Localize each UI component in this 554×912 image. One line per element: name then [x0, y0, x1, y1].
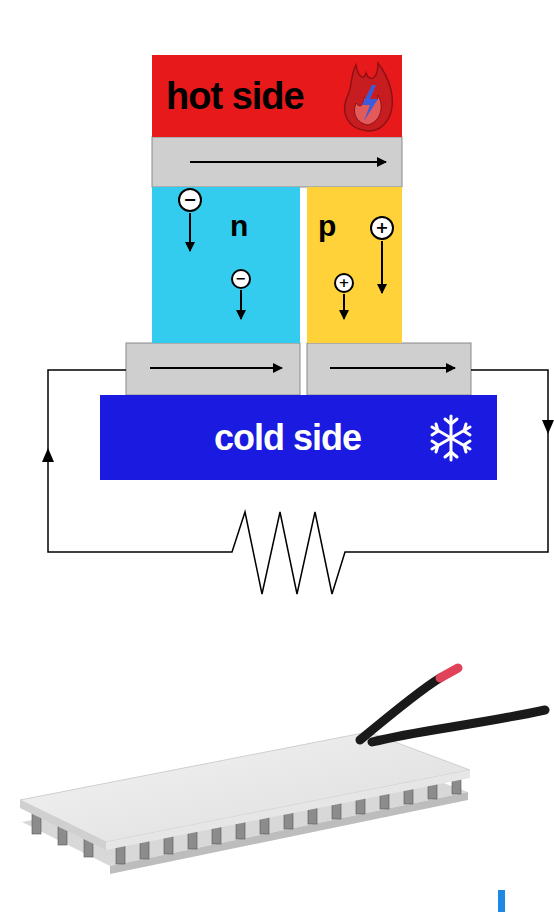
blue-mark: [498, 890, 505, 912]
peltier-module-photo: [20, 668, 545, 874]
charge-carrier: −: [178, 188, 202, 212]
wire-arrow: [42, 448, 54, 462]
node-label: hot side: [166, 77, 304, 115]
charge-carrier: +: [334, 273, 354, 293]
current-arrow: [190, 161, 386, 163]
node-label: n: [230, 211, 248, 241]
node-label: cold side: [214, 420, 361, 456]
snowflake-icon: [426, 413, 476, 463]
cold-side-band: cold side: [100, 395, 497, 480]
charge-carrier: +: [370, 216, 394, 240]
hot-side-band: hot side: [152, 55, 402, 137]
node-label: p: [318, 211, 336, 241]
bottom-electrode: [307, 343, 471, 395]
electron-drift-arrows: [152, 187, 300, 343]
top-electrode: [152, 137, 402, 187]
charge-carrier: −: [231, 269, 251, 289]
current-arrow: [330, 367, 455, 369]
p-type-leg: p + +: [307, 187, 402, 343]
bottom-electrode: [126, 343, 300, 395]
circuit-wire: [48, 370, 548, 594]
flame-icon: [338, 59, 398, 133]
n-type-leg: n − −: [152, 187, 300, 343]
current-arrow: [150, 367, 282, 369]
wire-arrow: [542, 420, 554, 434]
